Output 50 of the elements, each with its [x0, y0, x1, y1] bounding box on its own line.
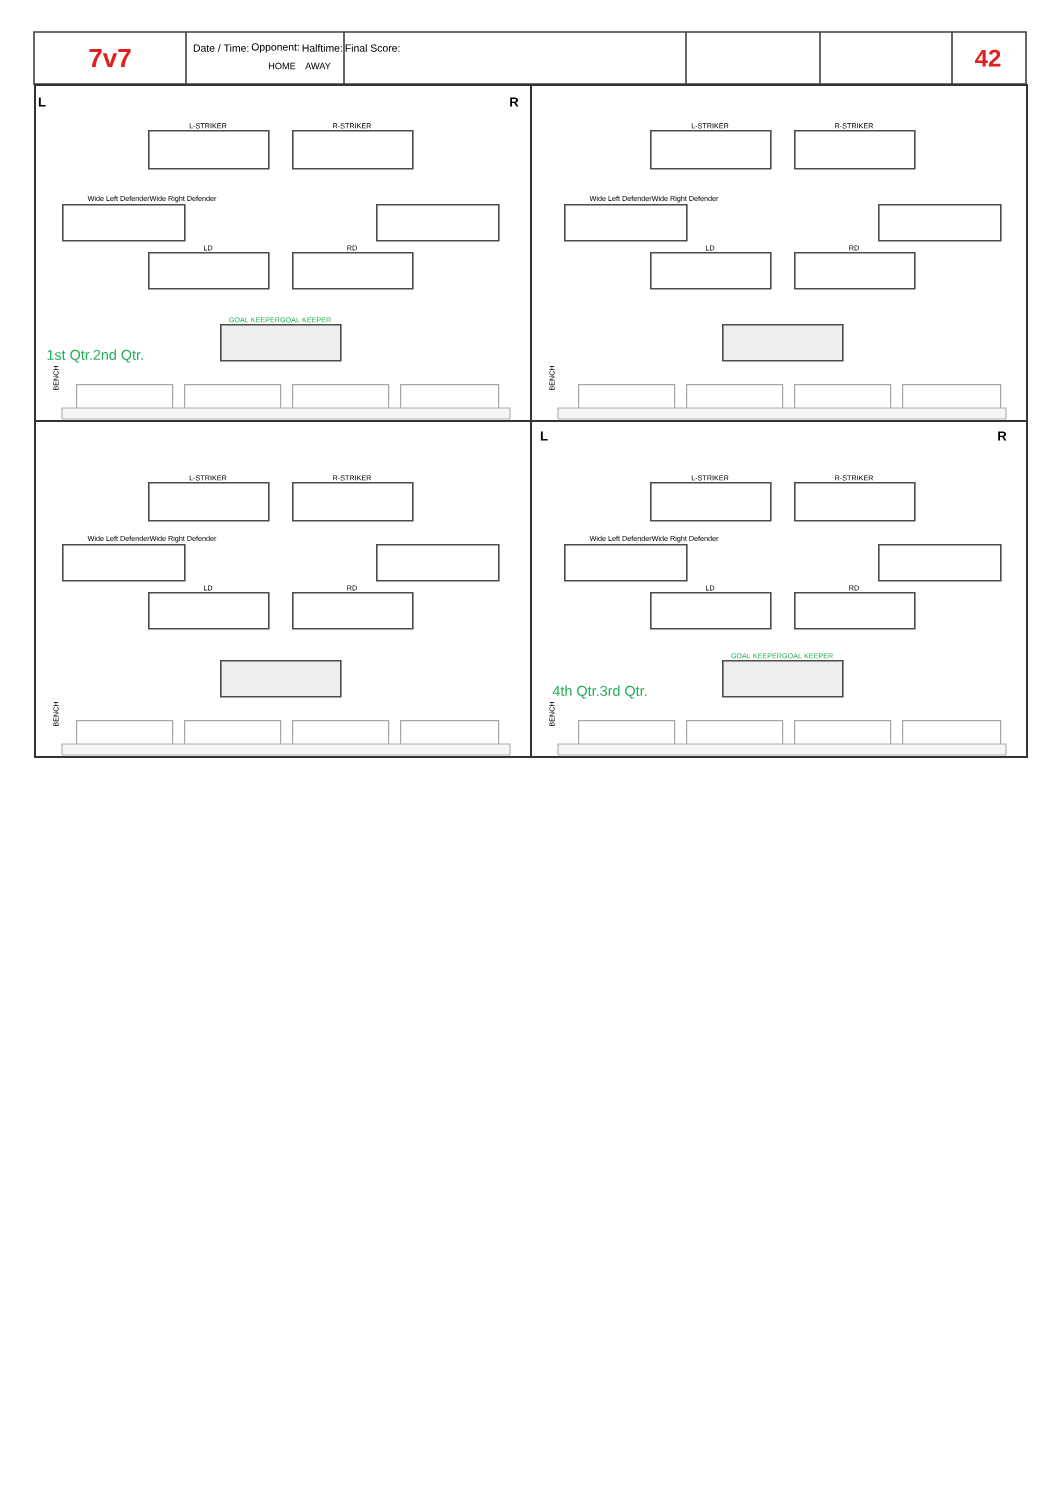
position-box: [794, 592, 916, 630]
bench-box: [686, 720, 784, 746]
bench-box: [794, 384, 892, 410]
position-box: [148, 592, 270, 630]
bench-box: [76, 720, 174, 746]
position-box: [650, 482, 772, 522]
position-box: [564, 544, 688, 582]
bench-box: [292, 384, 390, 410]
position-box: [148, 252, 270, 290]
position-box: [650, 592, 772, 630]
bench-box: [76, 384, 174, 410]
position-box: [564, 204, 688, 242]
position-box: [220, 324, 342, 362]
position-box: [148, 130, 270, 170]
bench-box: [578, 720, 676, 746]
bench-box: [902, 720, 1002, 746]
bench-box: [686, 384, 784, 410]
position-box: [376, 204, 500, 242]
position-box: [650, 252, 772, 290]
position-box: [62, 204, 186, 242]
bench-box: [184, 720, 282, 746]
position-box: [722, 324, 844, 362]
panel-frame: [34, 84, 532, 422]
panel-frame: [530, 84, 1028, 422]
bench-box: [578, 384, 676, 410]
position-box: [220, 660, 342, 698]
bench-box: [400, 384, 500, 410]
panel-frame: [530, 420, 1028, 758]
position-box: [794, 482, 916, 522]
position-box: [376, 544, 500, 582]
position-box: [650, 130, 772, 170]
position-box: [292, 482, 414, 522]
bench-box: [400, 720, 500, 746]
bench-box: [292, 720, 390, 746]
bench-box: [902, 384, 1002, 410]
position-box: [794, 130, 916, 170]
position-box: [292, 592, 414, 630]
position-box: [878, 204, 1002, 242]
bench-box: [184, 384, 282, 410]
position-box: [148, 482, 270, 522]
position-box: [292, 252, 414, 290]
form-title: 7v7: [89, 49, 131, 67]
position-box: [878, 544, 1002, 582]
panel-frame: [34, 420, 532, 758]
position-box: [62, 544, 186, 582]
form-number: 42: [975, 49, 1001, 67]
position-box: [794, 252, 916, 290]
position-box: [292, 130, 414, 170]
position-box: [722, 660, 844, 698]
bench-box: [794, 720, 892, 746]
